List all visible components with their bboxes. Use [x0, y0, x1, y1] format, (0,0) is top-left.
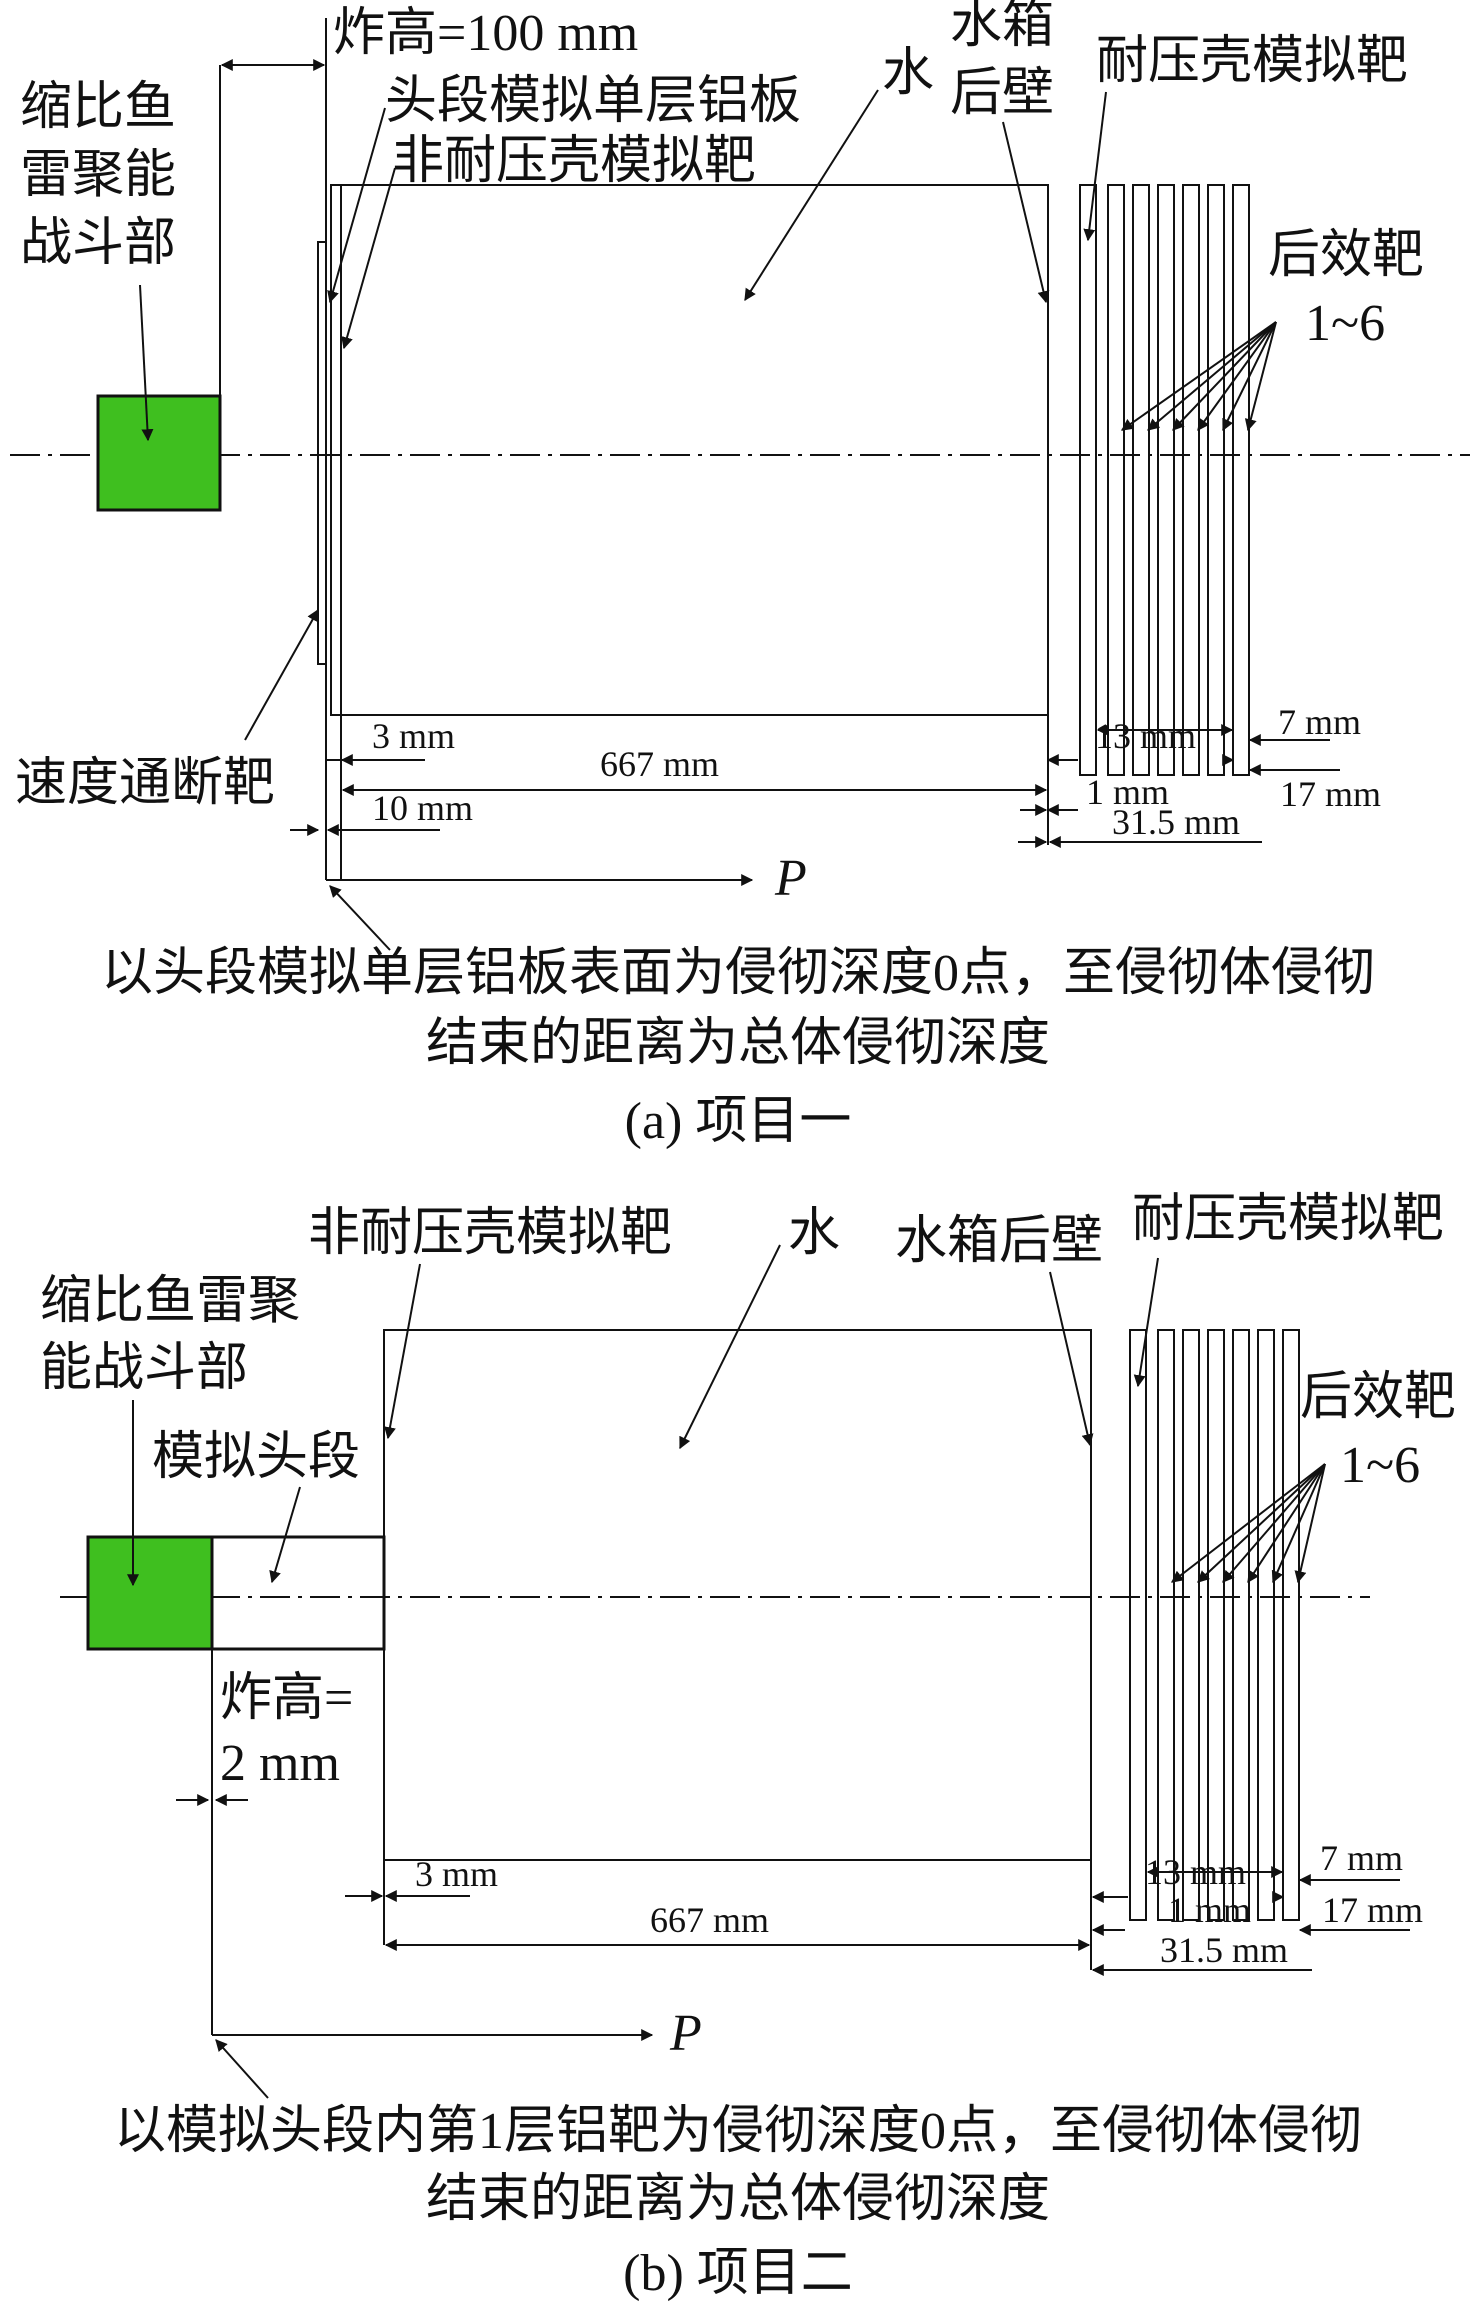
warhead-label-a-2: 雷聚能 — [20, 147, 176, 204]
p-axis-label-a: P — [774, 850, 807, 907]
after-targets-label-b-2: 1~6 — [1340, 1437, 1420, 1494]
water-tank-a — [330, 184, 1049, 716]
warhead-label-a-1: 缩比鱼 — [20, 79, 176, 136]
standoff-label-b-2: 2 mm — [220, 1735, 340, 1792]
standoff-label-a: 炸高=100 mm — [333, 5, 638, 62]
water-tank-b — [383, 1329, 1092, 1861]
warhead-label-b-1: 缩比鱼雷聚 — [40, 1273, 300, 1330]
dim-1mm-b: 1 mm — [1168, 1890, 1251, 1930]
dim-3mm-a: 3 mm — [372, 716, 455, 756]
after-targets-label-a-2: 1~6 — [1305, 295, 1385, 352]
warhead-label-a-3: 战斗部 — [20, 215, 176, 272]
after-targets-label-a-1: 后效靶 — [1268, 227, 1424, 284]
dim-13mm-b: 13 mm — [1145, 1852, 1246, 1892]
tank-wall-label-a-1: 水箱 — [950, 0, 1054, 54]
panel-title-b: (b) 项目二 — [623, 2245, 853, 2302]
caption-b-line1: 以模拟头段内第1层铝靶为侵彻深度0点，至侵彻体侵彻 — [114, 2103, 1362, 2160]
water-label-b: 水 — [788, 1205, 840, 1262]
dim-7mm-a: 7 mm — [1278, 702, 1361, 742]
target-plates-b — [1129, 1329, 1300, 1921]
warhead-a — [96, 394, 222, 512]
pressure-hull-label-b: 耐压壳模拟靶 — [1132, 1191, 1444, 1248]
standoff-label-b-1: 炸高= — [220, 1670, 353, 1727]
panel-title-a: (a) 项目一 — [625, 1093, 852, 1150]
caption-a-line2: 结束的距离为总体侵彻深度 — [426, 1015, 1050, 1072]
dim-7mm-b: 7 mm — [1320, 1838, 1403, 1878]
target-plates-a — [1079, 184, 1250, 776]
dim-13mm-a: 13 mm — [1095, 716, 1196, 756]
tank-wall-label-b: 水箱后壁 — [895, 1213, 1103, 1270]
dim-31-5mm-b: 31.5 mm — [1160, 1930, 1288, 1970]
head-plate-label-a: 头段模拟单层铝板 — [385, 73, 801, 130]
dim-3mm-b: 3 mm — [415, 1854, 498, 1894]
dim-667mm-b: 667 mm — [650, 1900, 769, 1940]
speed-target-label-a: 速度通断靶 — [15, 755, 275, 812]
p-axis-label-b: P — [669, 2005, 702, 2062]
caption-a-line1: 以头段模拟单层铝板表面为侵彻深度0点，至侵彻体侵彻 — [101, 945, 1375, 1002]
dim-667mm-a: 667 mm — [600, 744, 719, 784]
non-pressure-label-a: 非耐压壳模拟靶 — [392, 133, 756, 190]
dim-31-5mm-a: 31.5 mm — [1112, 802, 1240, 842]
tank-wall-label-a-2: 后壁 — [950, 65, 1054, 122]
dim-17mm-b: 17 mm — [1322, 1890, 1423, 1930]
pressure-hull-label-a: 耐压壳模拟靶 — [1096, 33, 1408, 90]
head-section-label-b: 模拟头段 — [152, 1429, 360, 1486]
caption-b-line2: 结束的距离为总体侵彻深度 — [426, 2171, 1050, 2228]
water-label-a: 水 — [882, 45, 934, 102]
panel-a: 缩比鱼 雷聚能 战斗部 炸高=100 mm 头段模拟单层铝板 非耐压壳模拟靶 水… — [10, 0, 1470, 1150]
dim-1mm-a: 1 mm — [1086, 772, 1169, 812]
warhead-label-b-2: 能战斗部 — [40, 1340, 248, 1397]
dim-10mm-a: 10 mm — [372, 788, 473, 828]
speed-target-a — [317, 241, 327, 665]
after-target-arrows-b — [1171, 1463, 1326, 1584]
panel-b: 缩比鱼雷聚 能战斗部 模拟头段 非耐压壳模拟靶 水 水箱后壁 耐压壳模拟靶 后效… — [40, 1191, 1456, 2302]
head-section-b — [210, 1535, 386, 1651]
non-pressure-label-b: 非耐压壳模拟靶 — [308, 1205, 672, 1262]
after-target-arrows-a — [1121, 321, 1277, 432]
warhead-b — [86, 1535, 214, 1651]
dim-17mm-a: 17 mm — [1280, 774, 1381, 814]
after-targets-label-b-1: 后效靶 — [1300, 1369, 1456, 1426]
